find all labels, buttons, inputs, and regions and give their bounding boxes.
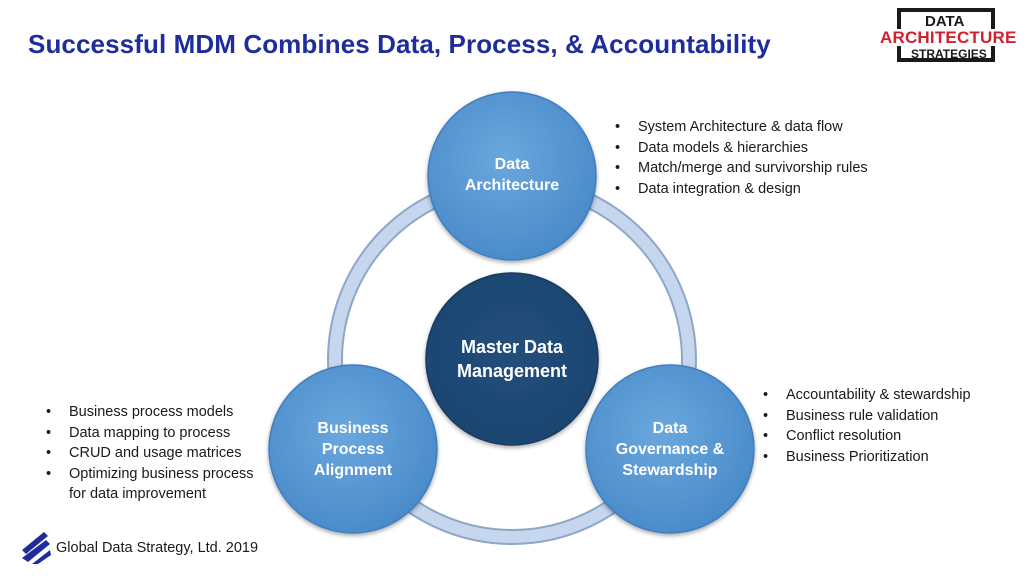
list-item: Business rule validation (760, 406, 1020, 427)
node-label-line: Stewardship (622, 462, 718, 479)
center-label-line: Management (456, 361, 568, 381)
center-label-line: Master Data (460, 337, 564, 357)
data-architecture-strategies-logo: DATA ARCHITECTURE STRATEGIES (879, 6, 1018, 68)
architecture-bullet-list: System Architecture & data flow Data mod… (612, 117, 912, 199)
list-item: Business process models (43, 402, 283, 423)
logo-line-3: STRATEGIES (911, 47, 987, 61)
node-label-line: Governance & (615, 441, 725, 458)
list-item: Accountability & stewardship (760, 385, 1020, 406)
list-item: Conflict resolution (760, 426, 1020, 447)
node-label-line: Data (494, 156, 530, 173)
footer: Global Data Strategy, Ltd. 2019 (18, 528, 258, 564)
footer-copyright: Global Data Strategy, Ltd. 2019 (56, 540, 259, 556)
list-item: Match/merge and survivorship rules (612, 158, 912, 179)
logo-line-1: DATA (925, 13, 965, 30)
global-data-strategy-logo-icon (22, 532, 51, 564)
governance-bullet-list: Accountability & stewardship Business ru… (760, 385, 1020, 467)
list-item: Business Prioritization (760, 447, 1020, 468)
process-bullet-list: Business process models Data mapping to … (43, 402, 283, 505)
node-label-line: Business (317, 420, 389, 437)
node-label-line: Architecture (464, 177, 560, 194)
list-item: Data integration & design (612, 179, 912, 200)
list-item-continuation: for data improvement (43, 484, 283, 505)
list-item: CRUD and usage matrices (43, 443, 283, 464)
list-item: Data models & hierarchies (612, 138, 912, 159)
list-item: Optimizing business process (43, 464, 283, 485)
node-label-business-process: Business Process Alignment (273, 418, 433, 481)
slide-title: Successful MDM Combines Data, Process, &… (28, 29, 771, 59)
center-label: Master Data Management (432, 335, 592, 383)
list-item: System Architecture & data flow (612, 117, 912, 138)
node-data-architecture (427, 91, 597, 261)
node-label-data-architecture: Data Architecture (432, 154, 592, 196)
list-item-text: for data improvement (69, 486, 207, 502)
list-item: Data mapping to process (43, 423, 283, 444)
node-data-governance-stewardship (585, 364, 755, 534)
node-label-line: Alignment (313, 462, 393, 479)
logo-line-2: ARCHITECTURE (879, 28, 1018, 47)
center-master-data-management (425, 272, 599, 446)
node-label-line: Data (652, 420, 688, 437)
node-label-line: Process (321, 441, 385, 458)
node-label-data-governance: Data Governance & Stewardship (590, 418, 750, 481)
